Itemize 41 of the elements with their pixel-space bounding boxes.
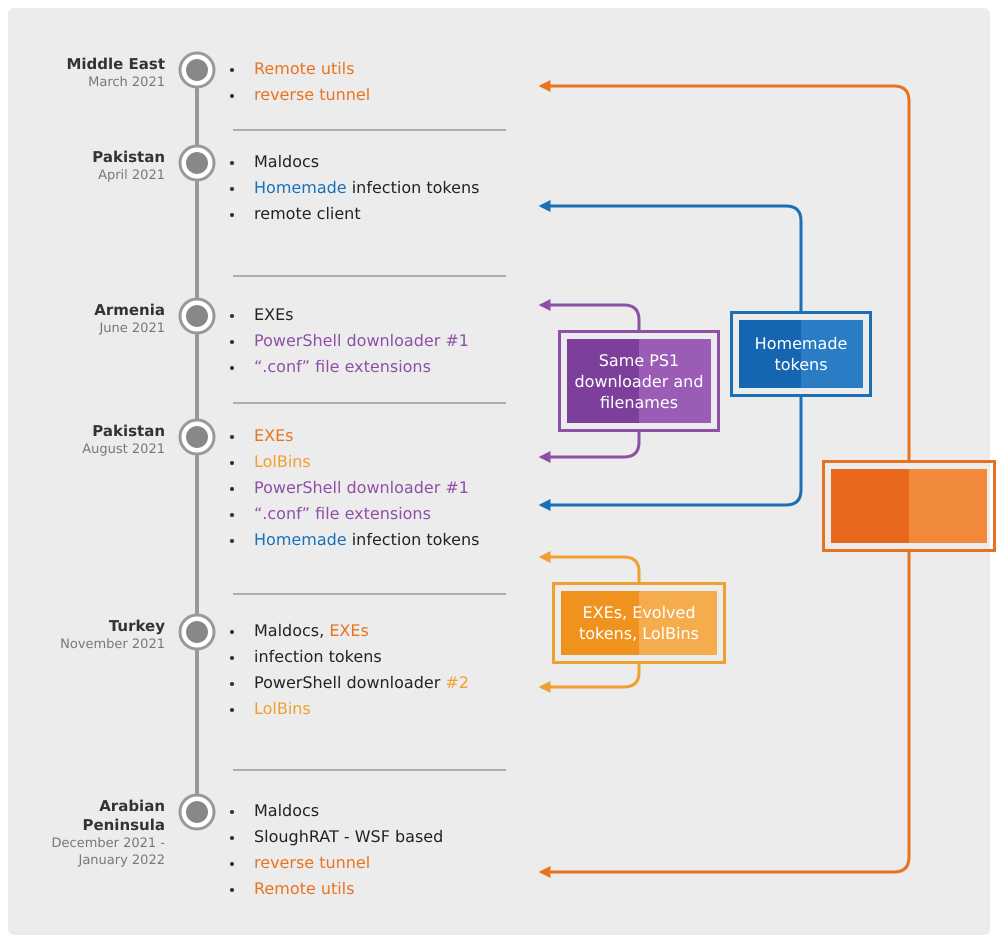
bullet-item: PowerShell downloader #1 xyxy=(228,330,541,352)
bullet-item: “.conf” file extensions xyxy=(228,503,541,525)
bullet-item: infection tokens xyxy=(228,646,541,668)
bullet-item: EXEs xyxy=(228,304,541,326)
bullet-item: PowerShell downloader #1 xyxy=(228,477,541,499)
bullet-item: LolBins xyxy=(228,451,541,473)
date-label: June 2021 xyxy=(98,320,165,337)
arrow xyxy=(538,200,802,311)
bullet-item: SloughRAT - WSF based xyxy=(228,826,541,848)
bullet-item: Homemade infection tokens xyxy=(228,177,541,199)
bullet-item: Maldocs, EXEs xyxy=(228,620,541,642)
arrow xyxy=(538,552,910,878)
arrow xyxy=(538,664,640,693)
date-label: April 2021 xyxy=(97,167,165,184)
region-name: Middle East xyxy=(65,55,165,74)
bullet-item: PowerShell downloader #2 xyxy=(228,672,541,694)
region-name: Turkey xyxy=(108,617,165,636)
date-label: March 2021 xyxy=(87,74,165,91)
bullet-item: “.conf” file extensions xyxy=(228,356,541,378)
arrow xyxy=(538,397,802,511)
arrow xyxy=(538,80,910,460)
bullet-item: EXEs xyxy=(228,425,541,447)
arrow xyxy=(538,551,640,582)
bullet-item: remote client xyxy=(228,203,541,225)
bullet-item: reverse tunnel xyxy=(228,852,541,874)
region-name: Arabian Peninsula xyxy=(81,797,165,835)
date-label: December 2021 - January 2022 xyxy=(50,835,165,869)
arrow xyxy=(538,432,640,463)
bullet-item: Remote utils xyxy=(228,878,541,900)
bullet-item: Maldocs xyxy=(228,151,541,173)
bullet-item: reverse tunnel xyxy=(228,84,541,106)
region-name: Pakistan xyxy=(91,422,165,441)
date-label: November 2021 xyxy=(59,636,165,653)
date-label: August 2021 xyxy=(81,441,165,458)
bullet-item: Maldocs xyxy=(228,800,541,822)
arrow xyxy=(538,299,640,330)
bullet-item: Remote utils xyxy=(228,58,541,80)
region-name: Armenia xyxy=(93,301,165,320)
region-name: Pakistan xyxy=(91,148,165,167)
bullet-item: LolBins xyxy=(228,698,541,720)
bullet-item: Homemade infection tokens xyxy=(228,529,541,551)
